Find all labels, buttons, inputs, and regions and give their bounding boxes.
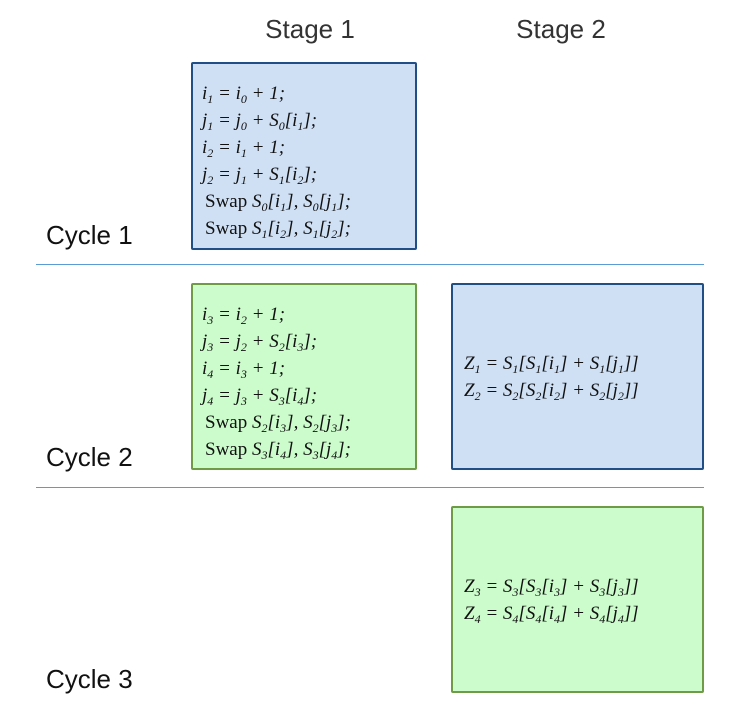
formula-line: Swap S2[i3], S2[j3]; xyxy=(205,412,351,435)
formula-line: j1 = j0 + S0[i1]; xyxy=(202,110,318,133)
cycle-1-label: Cycle 1 xyxy=(46,220,133,250)
formula-line: i1 = i0 + 1; xyxy=(202,83,286,106)
cycle2-stage2-box: Z1 = S1[S1[i1] + S1[j1]] Z2 = S2[S2[i2] +… xyxy=(451,283,704,470)
formula-line: i2 = i1 + 1; xyxy=(202,137,286,160)
cycle2-stage1-box: i3 = i2 + 1; j3 = j2 + S2[i3]; i4 = i3 + 1… xyxy=(191,283,417,470)
cycle-2-label: Cycle 2 xyxy=(46,442,133,472)
cycle-3-label: Cycle 3 xyxy=(46,664,133,694)
formula-line: Z2 = S2[S2[i2] + S2[j2]] xyxy=(464,379,639,403)
formula-line: j4 = j3 + S3[i4]; xyxy=(202,385,318,408)
cycle1-stage1-box: i1 = i0 + 1; j1 = j0 + S0[i1]; i2 = i1 + 1… xyxy=(191,62,417,250)
formula-line: Swap S3[i4], S3[j4]; xyxy=(205,439,351,462)
stage-2-header: Stage 2 xyxy=(516,14,606,44)
stage-1-header: Stage 1 xyxy=(265,14,355,44)
formula-line: Z4 = S4[S4[i4] + S4[j4]] xyxy=(464,602,639,626)
cycle-divider-1 xyxy=(36,264,704,265)
formula-line: i4 = i3 + 1; xyxy=(202,358,286,381)
cycle-divider-2 xyxy=(36,487,704,488)
formula-line: Z1 = S1[S1[i1] + S1[j1]] xyxy=(464,352,639,376)
formula-line: i3 = i2 + 1; xyxy=(202,304,286,327)
formula-line: j2 = j1 + S1[i2]; xyxy=(202,164,318,187)
formula-line: j3 = j2 + S2[i3]; xyxy=(202,331,318,354)
formula-line: Swap S1[i2], S1[j2]; xyxy=(205,218,351,241)
formula-line: Swap S0[i1], S0[j1]; xyxy=(205,191,351,214)
formula-line: Z3 = S3[S3[i3] + S3[j3]] xyxy=(464,575,639,599)
cycle3-stage2-box: Z3 = S3[S3[i3] + S3[j3]] Z4 = S4[S4[i4] +… xyxy=(451,506,704,693)
